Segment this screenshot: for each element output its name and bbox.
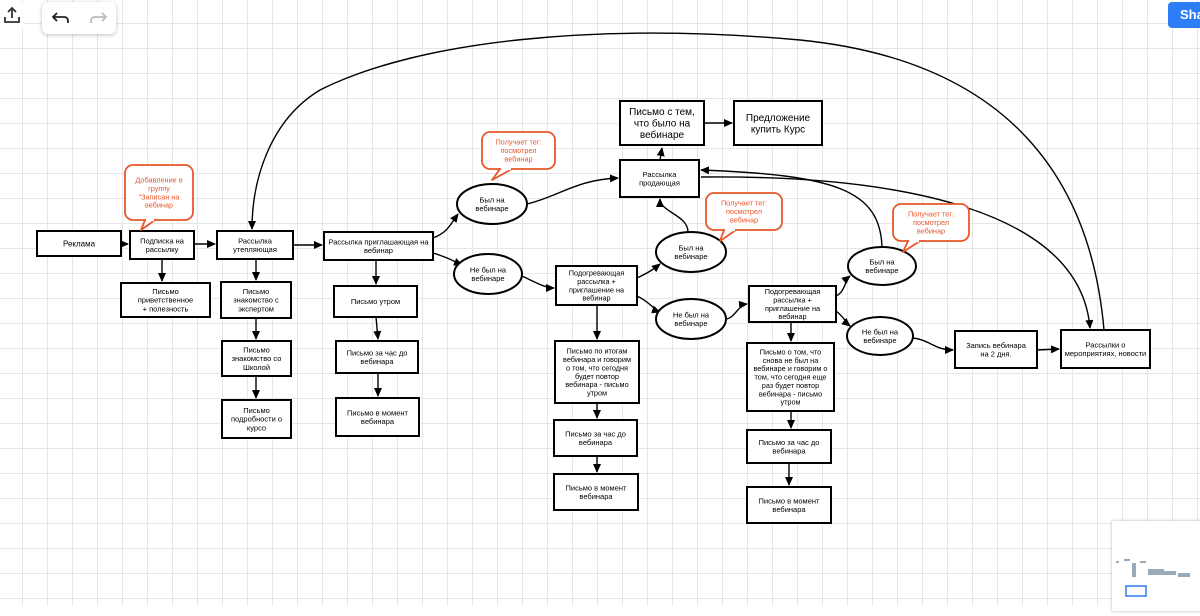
minimap[interactable] xyxy=(1112,521,1200,611)
connector-11[interactable] xyxy=(432,252,463,266)
undo-icon xyxy=(51,12,69,23)
connector-29[interactable] xyxy=(1036,345,1060,354)
node-ad[interactable]: Реклама xyxy=(36,230,122,257)
connector-10[interactable] xyxy=(432,213,459,239)
share-button[interactable]: Share xyxy=(1168,2,1200,28)
node-morning[interactable]: Письмо утром xyxy=(333,285,418,318)
connector-14[interactable] xyxy=(636,263,661,279)
connector-24[interactable] xyxy=(835,310,851,327)
connector-30[interactable] xyxy=(700,166,883,248)
redo-button[interactable] xyxy=(79,2,116,34)
connector-32[interactable] xyxy=(248,32,1105,331)
connector-20[interactable] xyxy=(656,147,665,161)
connector-28[interactable] xyxy=(912,337,954,354)
ad-text: Реклама xyxy=(63,239,96,248)
connector-15[interactable] xyxy=(636,295,661,314)
redo-icon xyxy=(89,12,107,23)
connector-12[interactable] xyxy=(526,174,619,205)
upload-button[interactable] xyxy=(0,0,24,30)
undo-button[interactable] xyxy=(42,2,79,34)
connector-13[interactable] xyxy=(521,275,555,292)
morning-text: Письмо утром xyxy=(351,297,400,306)
upload-icon xyxy=(4,6,20,23)
history-controls xyxy=(42,2,116,34)
connector-19[interactable] xyxy=(656,198,689,233)
connector-23[interactable] xyxy=(835,275,851,297)
connector-22[interactable] xyxy=(725,300,748,320)
connector-8[interactable] xyxy=(373,316,382,340)
minimap-preview xyxy=(1116,559,1190,597)
